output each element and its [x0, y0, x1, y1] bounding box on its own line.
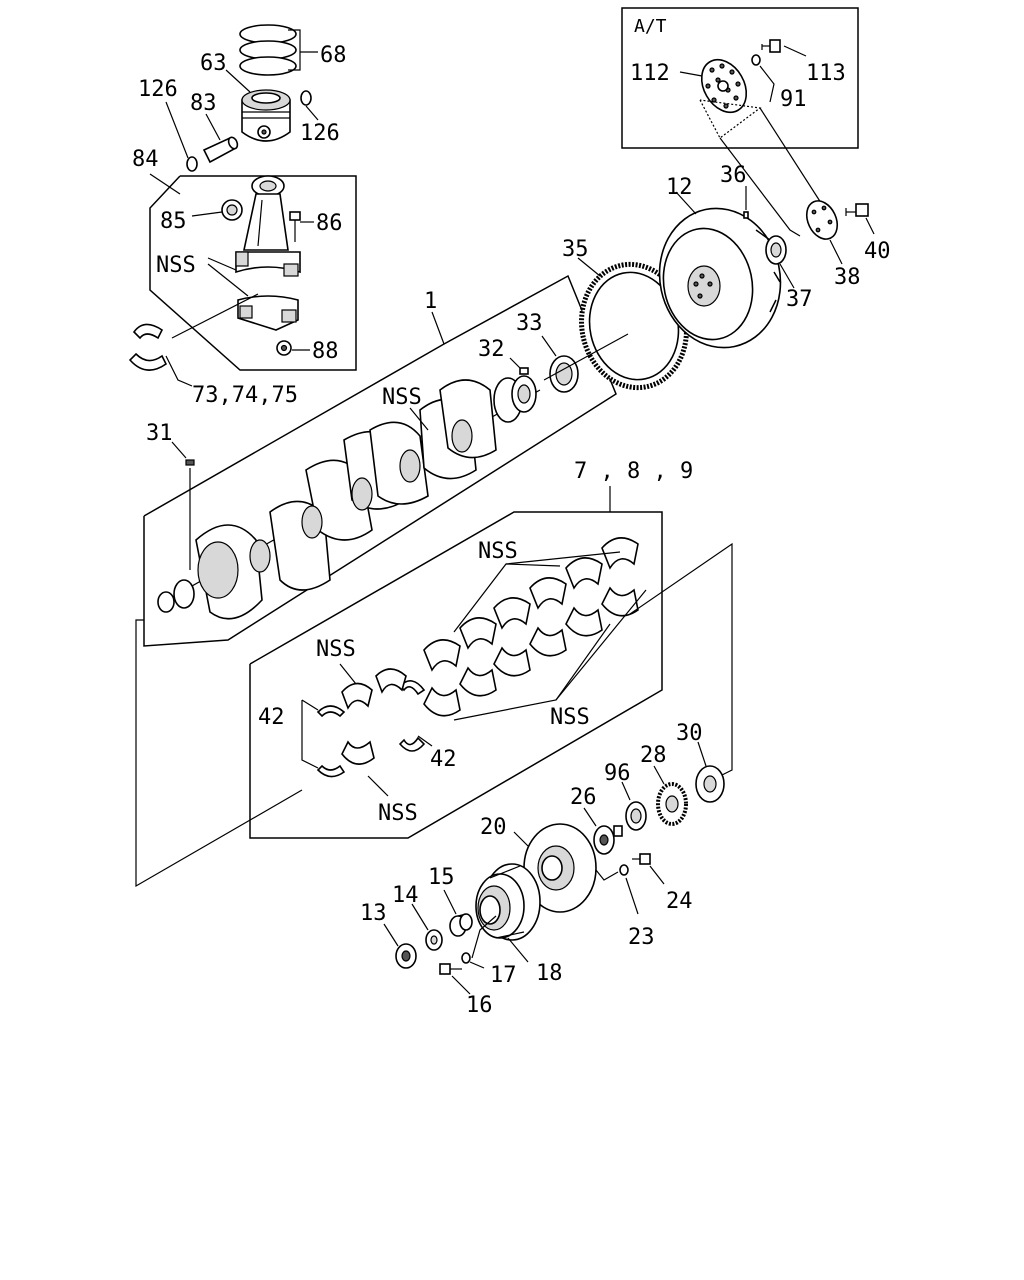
flexplate-plate	[700, 58, 748, 114]
rod-bushing	[221, 199, 243, 221]
nss-crank: NSS	[382, 385, 422, 410]
callout-33: 33	[516, 311, 543, 336]
damper-washer	[619, 864, 629, 876]
callout-31: 31	[146, 421, 173, 446]
callout-14: 14	[392, 883, 419, 908]
flexplate-bolt	[761, 39, 781, 53]
callout-113: 113	[806, 61, 846, 86]
nss-mid: NSS	[550, 705, 590, 730]
crank-key	[185, 459, 195, 466]
crank-washer	[695, 765, 725, 803]
callout-88: 88	[312, 339, 339, 364]
main-bearings-lower	[423, 586, 639, 717]
crankshaft	[157, 375, 541, 620]
callout-84: 84	[132, 147, 159, 172]
oil-seal	[625, 801, 647, 831]
at-inset-title: A/T	[634, 16, 667, 37]
nss-top: NSS	[478, 539, 518, 564]
damper-plate	[523, 823, 597, 913]
callout-68: 68	[320, 43, 347, 68]
flywheel-pin	[743, 211, 749, 219]
pulley-bolt	[439, 963, 462, 975]
callout-112: 112	[630, 61, 670, 86]
nss-bottom: NSS	[378, 801, 418, 826]
callout-35: 35	[562, 237, 589, 262]
callout-12: 12	[666, 175, 693, 200]
snap-ring-right	[300, 90, 312, 106]
pulley-small-washer	[461, 952, 471, 964]
connecting-rod	[235, 175, 301, 331]
callout-30: 30	[676, 721, 703, 746]
at-inset: A/T 112 113 91	[621, 7, 859, 149]
pulley-washer	[425, 929, 443, 951]
callout-17: 17	[490, 963, 517, 988]
callout-126-left: 126	[138, 77, 178, 102]
rod-bolt	[289, 211, 301, 242]
callout-42-left: 42	[258, 705, 285, 730]
callout-16: 16	[466, 993, 493, 1018]
callout-28: 28	[640, 743, 667, 768]
pump-drive	[593, 825, 623, 855]
flywheel	[658, 207, 782, 349]
flywheel-bearing	[765, 235, 787, 265]
piston-rings	[239, 24, 318, 76]
callout-73-74-75: 73,74,75	[192, 383, 298, 408]
dowel-pin	[519, 367, 529, 375]
callout-15: 15	[428, 865, 455, 890]
main-bearing-box	[249, 511, 663, 839]
crank-gear	[656, 782, 688, 826]
callout-83: 83	[190, 91, 217, 116]
callout-40: 40	[864, 239, 891, 264]
piston	[241, 89, 291, 142]
callout-20: 20	[480, 815, 507, 840]
nss-left: NSS	[316, 637, 356, 662]
callout-23: 23	[628, 925, 655, 950]
callout-7-8-9: 7 , 8 , 9	[574, 459, 693, 484]
callout-24: 24	[666, 889, 693, 914]
flywheel-bolt	[845, 203, 869, 217]
reference-line-left	[135, 619, 303, 888]
callout-91: 91	[780, 87, 807, 112]
thrust-washers	[316, 668, 426, 778]
pulley-nut	[395, 943, 417, 969]
inset-leader	[719, 137, 801, 237]
callout-13: 13	[360, 901, 387, 926]
flywheel-plate	[805, 200, 839, 240]
conrod-box	[149, 175, 357, 371]
rod-nut	[276, 340, 292, 356]
piston-pin	[202, 136, 239, 164]
rod-bearing-upper	[132, 323, 164, 340]
callout-32: 32	[478, 337, 505, 362]
callout-1: 1	[424, 289, 437, 314]
callout-38: 38	[834, 265, 861, 290]
callout-26: 26	[570, 785, 597, 810]
crank-pulley	[475, 863, 541, 941]
reference-line-right	[629, 542, 733, 777]
flexplate-washer	[751, 54, 761, 66]
callout-36: 36	[720, 163, 747, 188]
pulley-bushing	[449, 913, 473, 937]
callout-85: 85	[160, 209, 187, 234]
rod-bearing-lower	[128, 352, 168, 371]
callout-18: 18	[536, 961, 563, 986]
callout-63: 63	[200, 51, 227, 76]
callout-126-right: 126	[300, 121, 340, 146]
ring-gear	[579, 261, 689, 391]
damper-bolt	[632, 853, 651, 865]
callout-96: 96	[604, 761, 631, 786]
snap-ring-left	[186, 156, 198, 172]
callout-42-right: 42	[430, 747, 457, 772]
at-inset-frame	[621, 7, 859, 149]
callout-37: 37	[786, 287, 813, 312]
nss-rod: NSS	[156, 253, 196, 278]
main-bearings-upper	[423, 537, 639, 672]
callout-86: 86	[316, 211, 343, 236]
